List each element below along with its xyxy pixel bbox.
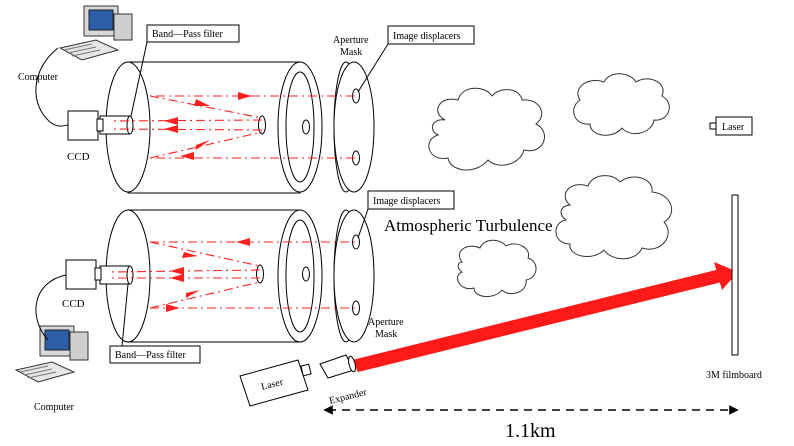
bottom-screen <box>44 329 70 351</box>
top-aperture-mask <box>333 61 375 193</box>
bottom-ccd-camera-icon <box>65 259 97 290</box>
laser-bottom-label: Laser <box>260 377 285 393</box>
bottom-arrow-3 <box>182 252 198 258</box>
bottom-aperture-hole-upper <box>352 234 360 250</box>
top-telescope-front-face <box>277 61 323 193</box>
computer-bottom-label: Computer <box>34 402 75 413</box>
bottom-tower <box>69 331 89 361</box>
bottom-ccd-lens <box>94 267 102 281</box>
bandpass-bottom-label: Band—Pass filter <box>115 350 186 361</box>
image-displacers-top-label: Image displacers <box>393 31 461 42</box>
top-front-hole <box>302 119 310 135</box>
filmboard <box>731 194 739 356</box>
top-adapter-rim <box>126 115 134 135</box>
image-displacers-top-leader <box>357 43 389 93</box>
top-beam-return-upper <box>109 119 263 122</box>
distance-label: 1.1km <box>505 420 556 442</box>
cloud-icon-1 <box>428 87 546 171</box>
top-arrow-5 <box>164 117 178 125</box>
bandpass-top-leader <box>130 41 148 117</box>
right-laser-port <box>709 122 717 130</box>
bottom-laser-body <box>239 359 309 407</box>
bottom-computer-icon <box>14 325 89 383</box>
top-ccd-camera-icon <box>67 110 99 141</box>
bottom-adapter <box>99 265 131 285</box>
image-displacers-bottom-box <box>367 190 455 210</box>
cloud-middle-lower <box>457 239 537 297</box>
right-laser <box>709 116 753 136</box>
top-screen <box>88 9 114 31</box>
computer-top-label: Computer <box>18 72 59 83</box>
aperture-top-label-line1: Aperture <box>333 35 369 46</box>
top-adapter <box>99 115 131 135</box>
bottom-arrow-4 <box>186 290 200 298</box>
expander-label: Expander <box>328 387 368 407</box>
bottom-beam-return-upper <box>109 269 261 273</box>
top-arrow-3 <box>194 99 210 106</box>
image-displacers-top-box <box>387 25 475 45</box>
top-keyboard-keys <box>63 43 101 57</box>
bottom-telescope-tube <box>127 209 301 343</box>
laser-right-label: Laser <box>722 122 745 133</box>
bottom-laser-port <box>300 363 312 377</box>
top-ccd-lens <box>96 118 104 132</box>
ccd-bottom-label: CCD <box>62 298 85 310</box>
bottom-arrow-5 <box>170 267 184 275</box>
bottom-keyboard-keys <box>19 365 57 379</box>
top-beam-reflect-upper <box>149 95 263 119</box>
laser-beam-arrowhead <box>714 262 738 290</box>
bottom-arrow-6 <box>170 274 184 282</box>
aperture-top-label-line2: Mask <box>340 47 362 58</box>
bottom-arrow-1 <box>236 238 250 246</box>
top-arrow-6 <box>164 125 178 133</box>
image-displacers-bottom-label: Image displacers <box>373 196 441 207</box>
top-beam-return-lower <box>109 128 263 131</box>
top-arrow-2 <box>180 152 194 160</box>
top-computer-icon <box>58 5 133 61</box>
bottom-adapter-rim <box>126 265 134 285</box>
top-tower <box>113 13 133 41</box>
bottom-arrow-2 <box>166 304 180 312</box>
bandpass-top-box <box>146 24 240 43</box>
top-cable <box>35 47 69 127</box>
image-displacers-bottom-leader <box>357 208 369 239</box>
top-telescope <box>67 61 375 194</box>
cloud-right-upper <box>573 73 670 136</box>
bottom-secondary-mirror <box>256 264 264 284</box>
top-primary-mirror <box>285 71 315 183</box>
cloud-icon-4 <box>457 239 537 297</box>
bottom-primary-mirror <box>285 219 315 333</box>
bottom-laser <box>239 354 356 407</box>
laser-beam <box>352 270 722 372</box>
bottom-telescope <box>65 209 375 343</box>
top-arrow-1 <box>238 92 252 100</box>
cloud-right-lower <box>555 175 673 260</box>
ccd-top-label: CCD <box>67 151 90 163</box>
bottom-telescope-front-face <box>277 209 323 343</box>
bandpass-bottom-leader <box>121 283 129 347</box>
bandpass-bottom-box <box>109 345 201 364</box>
cloud-icon-2 <box>573 73 670 136</box>
bottom-keyboard <box>14 361 76 383</box>
top-secondary-mirror <box>258 115 266 135</box>
expander-lens <box>348 355 356 373</box>
top-arrow-4 <box>196 140 210 150</box>
top-telescope-tube <box>127 61 301 194</box>
bandpass-top-label: Band—Pass filter <box>152 29 223 40</box>
bottom-front-hole <box>302 266 310 282</box>
cloud-left-upper <box>428 87 546 171</box>
cloud-icon-3 <box>555 175 673 260</box>
top-beam-reflect-lower <box>149 131 263 159</box>
bottom-aperture-hole-lower <box>352 300 360 316</box>
aperture-bottom-label-line2: Mask <box>375 329 397 340</box>
filmboard-label: 3M filmboard <box>706 370 762 381</box>
bottom-cable <box>35 274 67 341</box>
bottom-aperture-mask <box>333 209 375 343</box>
turbulence-label: Atmospheric Turbulence <box>384 216 553 235</box>
aperture-bottom-label-line1: Aperture <box>368 317 404 328</box>
top-keyboard <box>58 39 120 61</box>
